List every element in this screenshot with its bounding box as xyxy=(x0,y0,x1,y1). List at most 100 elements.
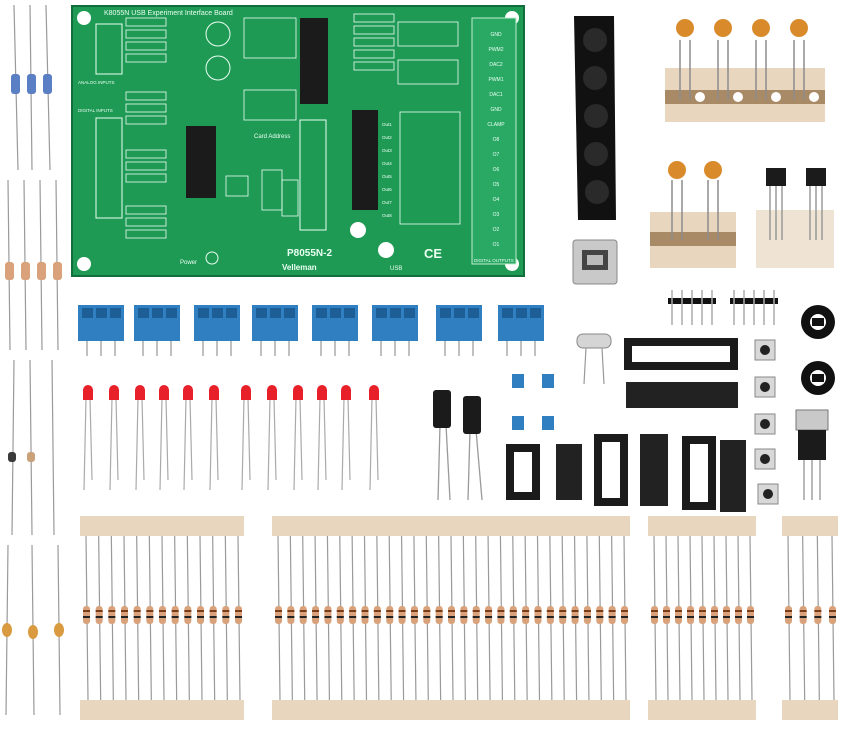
trimmers xyxy=(801,305,835,395)
ceramic-capacitors-taped xyxy=(665,19,825,122)
pcb-output-label: Out4 xyxy=(382,161,392,166)
taped-resistor xyxy=(146,535,154,701)
resistor-bandolier xyxy=(272,516,630,720)
screw-terminal xyxy=(372,305,418,356)
red-led xyxy=(209,385,219,491)
red-led xyxy=(109,385,119,491)
resistor-bandolier xyxy=(80,516,244,720)
pcb-terminal-label: O2 xyxy=(493,227,500,233)
resistor-bandolier xyxy=(648,516,756,720)
taped-resistor xyxy=(699,535,706,701)
pcb-power-label: Power xyxy=(180,260,197,266)
taped-resistor xyxy=(448,535,455,701)
taped-resistor xyxy=(386,535,394,701)
pcb-output-label: Out5 xyxy=(382,174,392,179)
pcb-terminal-label: O6 xyxy=(493,167,500,173)
pcb-output-label: Out7 xyxy=(382,200,392,205)
pcb-terminal-label: GND xyxy=(490,107,502,113)
taped-resistor xyxy=(663,535,670,701)
taped-resistor xyxy=(209,535,217,701)
red-led xyxy=(293,385,303,491)
pcb-output-label: Out1 xyxy=(382,122,392,127)
red-led xyxy=(341,385,351,491)
pcb-terminal-label: PWM1 xyxy=(489,77,504,83)
voltage-regulator xyxy=(795,409,829,500)
pcb-terminal-labels: GNDPWM2DAC2PWM1DAC1GNDCLAMPO8O7O6O5O4O3O… xyxy=(487,32,505,248)
ic-header-strip xyxy=(574,16,616,220)
red-led xyxy=(241,385,251,491)
pcb-board xyxy=(71,5,525,277)
pcb-terminal-label: PWM2 xyxy=(489,47,504,53)
taped-resistor xyxy=(435,535,443,701)
taped-resistor xyxy=(497,535,505,701)
screw-terminal xyxy=(436,305,482,356)
pcb-card-address-label: Card Address xyxy=(254,134,290,140)
taped-resistor xyxy=(723,535,730,701)
screw-terminal xyxy=(498,305,544,356)
red-led xyxy=(369,385,379,491)
taped-resistor xyxy=(687,535,694,701)
taped-resistor xyxy=(534,535,542,701)
taped-resistor xyxy=(747,535,754,701)
taped-resistor xyxy=(423,535,431,701)
ic-large xyxy=(626,382,738,408)
screw-terminal xyxy=(194,305,240,356)
loose-resistor-bodies xyxy=(2,74,64,639)
pcb-terminal-label: O3 xyxy=(493,212,500,218)
red-led xyxy=(83,385,93,491)
taped-resistor xyxy=(546,535,554,701)
pcb-digital-outputs-label: DIGITAL OUTPUTS xyxy=(474,258,514,263)
pcb-analog-inputs-label: ANALOG INPUTS xyxy=(78,80,115,85)
taped-resistor xyxy=(608,535,616,701)
pcb-terminal-label: DAC2 xyxy=(489,62,503,68)
transistors-taped xyxy=(756,168,834,268)
pcb-output-label: Out6 xyxy=(382,187,392,192)
red-led xyxy=(135,385,145,491)
ceramic-capacitors-taped-2 xyxy=(650,161,736,268)
taped-resistor xyxy=(785,535,792,701)
taped-resistor xyxy=(336,535,344,701)
tactile-switches xyxy=(754,339,779,505)
taped-resistor xyxy=(361,535,369,701)
taped-resistor xyxy=(583,535,591,701)
taped-resistor xyxy=(95,535,103,701)
taped-resistor xyxy=(398,535,406,701)
taped-resistor xyxy=(324,535,332,701)
ic-sockets-and-ics xyxy=(506,434,746,512)
taped-resistor xyxy=(522,535,530,701)
pcb-usb-label: USB xyxy=(390,266,402,272)
red-led xyxy=(159,385,169,491)
taped-resistor xyxy=(621,535,628,701)
screw-terminal xyxy=(78,305,124,356)
screw-terminals xyxy=(78,305,544,356)
taped-resistor xyxy=(799,535,807,701)
taped-resistor xyxy=(675,535,682,701)
pcb-title: K8055N USB Experiment Interface Board xyxy=(104,10,233,17)
taped-resistor xyxy=(287,535,295,701)
taped-resistor xyxy=(814,535,822,701)
taped-resistor xyxy=(711,535,718,701)
jumpers xyxy=(512,374,554,430)
taped-resistor xyxy=(485,535,493,701)
crystal xyxy=(576,333,612,385)
electrolytic-capacitors xyxy=(433,390,483,501)
taped-resistor xyxy=(133,535,141,701)
pcb-digital-inputs-label: DIGITAL INPUTS xyxy=(78,108,113,113)
pcb-terminal-label: O8 xyxy=(493,137,500,143)
taped-resistor xyxy=(197,535,204,701)
pin-headers xyxy=(668,290,778,325)
taped-resistor xyxy=(735,535,742,701)
red-led xyxy=(267,385,277,491)
taped-resistor xyxy=(472,535,480,701)
taped-resistor xyxy=(312,535,320,701)
pcb-model: P8055N-2 xyxy=(287,248,332,259)
pcb-terminal-label: O5 xyxy=(493,182,500,188)
taped-resistor xyxy=(299,535,307,701)
pcb-terminal-label: CLAMP xyxy=(487,122,505,128)
taped-resistor xyxy=(460,535,468,701)
pcb-terminal-label: O1 xyxy=(493,242,500,248)
taped-resistor xyxy=(373,535,381,701)
taped-resistor xyxy=(829,535,836,701)
resistor-bandoliers xyxy=(80,516,838,720)
